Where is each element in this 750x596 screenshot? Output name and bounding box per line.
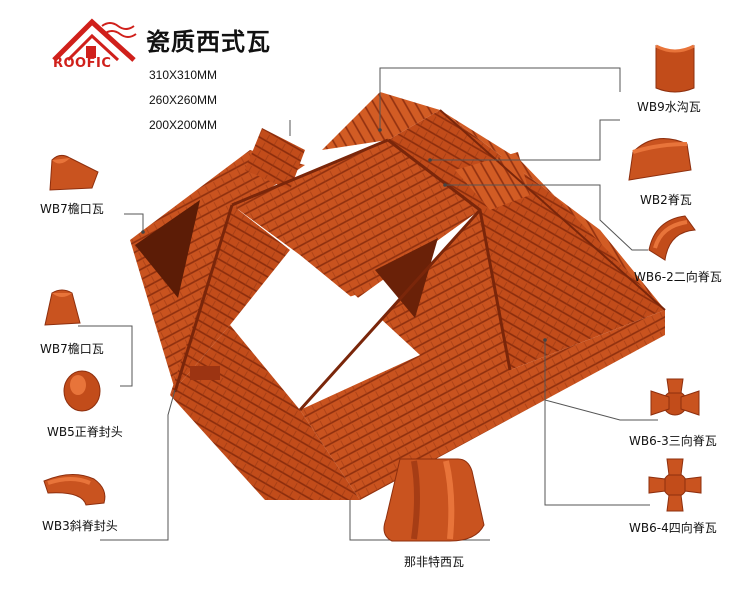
wb6-4-four-way-ridge-image <box>648 458 702 512</box>
label-wb9: WB9水沟瓦 <box>637 100 701 114</box>
roof-front-right <box>300 210 665 500</box>
label-wb2: WB2脊瓦 <box>640 193 692 207</box>
page-title: 瓷质西式瓦 <box>146 28 271 56</box>
label-wb5: WB5正脊封头 <box>47 425 123 439</box>
wb7-eave-tile-image-2 <box>44 289 81 326</box>
label-wb6-2: WB6-2二向脊瓦 <box>634 270 722 284</box>
roof-left-slope <box>130 150 305 390</box>
wb5-ridge-end-image <box>63 370 101 412</box>
label-wb7-top: WB7檐口瓦 <box>40 202 104 216</box>
wb7-eave-tile-image <box>49 154 99 191</box>
roof-back-block <box>245 128 305 190</box>
roof-right-slope <box>388 110 665 370</box>
size-310: 310X310MM <box>149 68 218 82</box>
nafei-western-tile-image <box>383 458 485 542</box>
label-nafei: 那非特西瓦 <box>404 555 465 569</box>
size-200: 200X200MM <box>149 118 218 132</box>
size-260: 260X260MM <box>149 93 218 107</box>
wb6-3-three-way-ridge-image <box>650 378 700 416</box>
label-wb3: WB3斜脊封头 <box>42 519 118 533</box>
dormer-right <box>455 152 530 210</box>
wb2-ridge-tile-image <box>628 138 692 181</box>
dormer-left <box>135 200 200 298</box>
label-wb6-4: WB6-4四向脊瓦 <box>629 521 717 535</box>
roofic-logo <box>52 18 137 62</box>
roof-back-ridge <box>322 92 440 150</box>
label-wb6-3: WB6-3三向脊瓦 <box>629 434 717 448</box>
wb9-gutter-tile-image <box>655 44 695 93</box>
roof-hip-left <box>170 205 290 395</box>
wb3-hip-end-image <box>43 474 106 506</box>
dormer-center <box>375 238 438 318</box>
label-wb7-mid: WB7檐口瓦 <box>40 342 104 356</box>
wb6-2-two-way-ridge-image <box>648 215 696 261</box>
logo-text: ROOFIC <box>53 56 112 71</box>
